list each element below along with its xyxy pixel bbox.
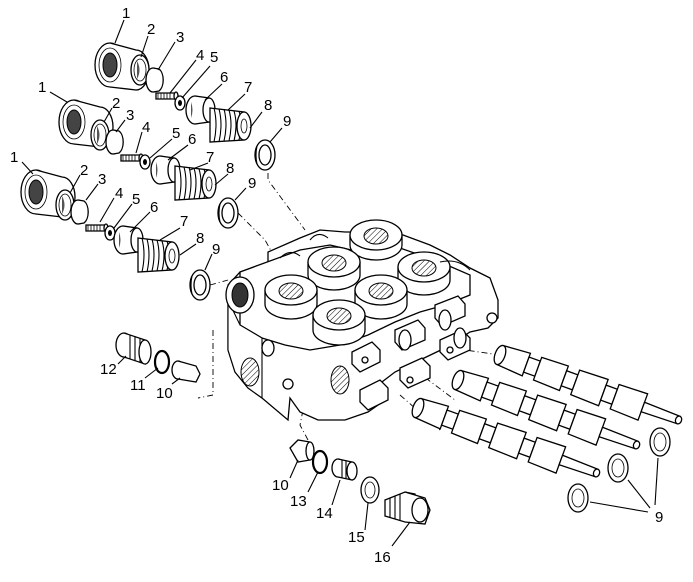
callout-a6: 6 [220, 69, 228, 86]
callout-11: 11 [130, 377, 146, 394]
callout-c8: 8 [196, 230, 204, 247]
callout-9-right: 9 [655, 509, 663, 526]
callout-b3: 3 [126, 107, 134, 124]
callout-b7: 7 [206, 149, 214, 166]
seal-9-right-3 [567, 483, 589, 513]
callout-a4: 4 [196, 47, 204, 64]
callout-a9: 9 [283, 113, 291, 130]
seal-9-right-1 [649, 427, 671, 457]
callout-labels: 1 2 3 4 5 6 7 8 9 1 2 3 4 5 6 7 8 9 1 2 … [10, 5, 663, 566]
callout-c4: 4 [115, 185, 123, 202]
port-boss-6 [312, 299, 366, 346]
end-cap [225, 276, 255, 314]
callout-b4: 4 [142, 119, 150, 136]
callout-leaders [21, 19, 659, 547]
callout-a2: 2 [147, 21, 155, 38]
port-boss-1 [349, 219, 403, 261]
callout-b9: 9 [248, 175, 256, 192]
check-assembly-left [115, 332, 201, 383]
callout-b5: 5 [172, 125, 180, 142]
callout-a5: 5 [210, 49, 218, 66]
spring-14 [331, 458, 358, 481]
callout-14: 14 [316, 505, 333, 522]
callout-a1: 1 [122, 5, 130, 22]
callout-16: 16 [374, 549, 391, 566]
poppet-10a [171, 360, 201, 383]
washer-15 [360, 476, 380, 504]
callout-13: 13 [290, 493, 307, 510]
callout-10b: 10 [272, 477, 289, 494]
relief-row-a [94, 42, 276, 171]
plug-12 [115, 332, 152, 365]
callout-10a: 10 [156, 385, 173, 402]
valve-body [225, 219, 499, 422]
callout-c1: 1 [10, 149, 18, 166]
callout-c9: 9 [212, 241, 220, 258]
check-assembly-bottom [289, 439, 431, 525]
callout-b8: 8 [226, 160, 234, 177]
port-boss-3 [397, 251, 451, 296]
port-boss-2 [307, 246, 361, 291]
callout-b6: 6 [188, 131, 196, 148]
oring-13 [311, 449, 329, 475]
callout-c6: 6 [150, 199, 158, 216]
plug-16 [384, 491, 431, 525]
poppet-10b [289, 439, 315, 463]
callout-a7: 7 [244, 79, 252, 96]
oring-11 [153, 349, 171, 375]
port-boss-4 [264, 274, 318, 320]
callout-a3: 3 [176, 29, 184, 46]
callout-12: 12 [100, 361, 117, 378]
callout-c2: 2 [80, 162, 88, 179]
callout-b1: 1 [38, 79, 46, 96]
callout-c7: 7 [180, 213, 188, 230]
callout-a8: 8 [264, 97, 272, 114]
spool-end-plates [351, 295, 498, 411]
callout-b2: 2 [112, 95, 120, 112]
seal-9-right-2 [607, 453, 629, 483]
callout-c5: 5 [132, 191, 140, 208]
callout-c3: 3 [98, 171, 106, 188]
port-boss-5 [354, 274, 408, 320]
spool-seals [567, 427, 671, 513]
callout-15: 15 [348, 529, 365, 546]
spools [407, 339, 687, 488]
